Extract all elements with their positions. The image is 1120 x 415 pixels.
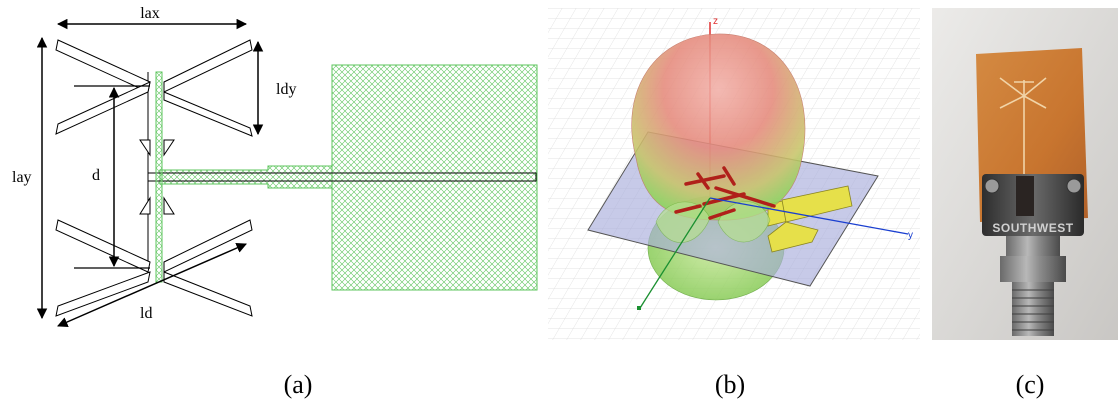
connector-screw-right [1066,178,1082,194]
panel-c-prototype-photo: SOUTHWEST [932,8,1118,340]
dim-ld-arrow [57,242,247,328]
connector-barrel [1006,236,1060,256]
dipole-elements [674,166,776,220]
stem-stubs [139,139,175,215]
connector-thread [1012,282,1054,336]
connector-center-pin-slot [1016,176,1034,216]
y-axis [709,197,909,235]
dim-d-label: d [92,167,100,184]
x-axis [639,197,711,309]
dim-ldy-label: ldy [276,81,296,98]
layout-drawing-svg: lax lay ldy d ld [12,5,538,328]
z-axis-label: z [713,16,718,27]
connector-brand-text: SOUTHWEST [992,221,1073,235]
connector-nut [1000,256,1066,282]
main-lobe [631,33,806,221]
caption-b: (b) [714,370,746,399]
caption-a: (a) [283,370,313,399]
connector-thread-lines [1012,289,1054,331]
feed-connector [767,185,853,253]
dim-ld-label: ld [140,305,152,322]
caption-c: (c) [1015,370,1045,399]
x-axis-endpoint [637,306,641,310]
dim-lay-label: lay [12,169,32,186]
upper-dipole-pair [55,39,253,137]
ground-plane [331,64,538,291]
panel-a-layout-drawing: lax lay ldy d ld [0,0,550,345]
radiation-pattern-svg: z y [548,8,920,340]
feed-line [159,165,333,189]
y-axis-label: y [908,230,913,241]
coplanar-strip [147,172,537,182]
prototype-photo-svg: SOUTHWEST [932,8,1118,340]
connector-screw-left [984,178,1000,194]
panel-b-radiation-pattern: z y [548,8,920,340]
vertical-stem [155,71,163,283]
dim-lax-label: lax [140,5,160,22]
